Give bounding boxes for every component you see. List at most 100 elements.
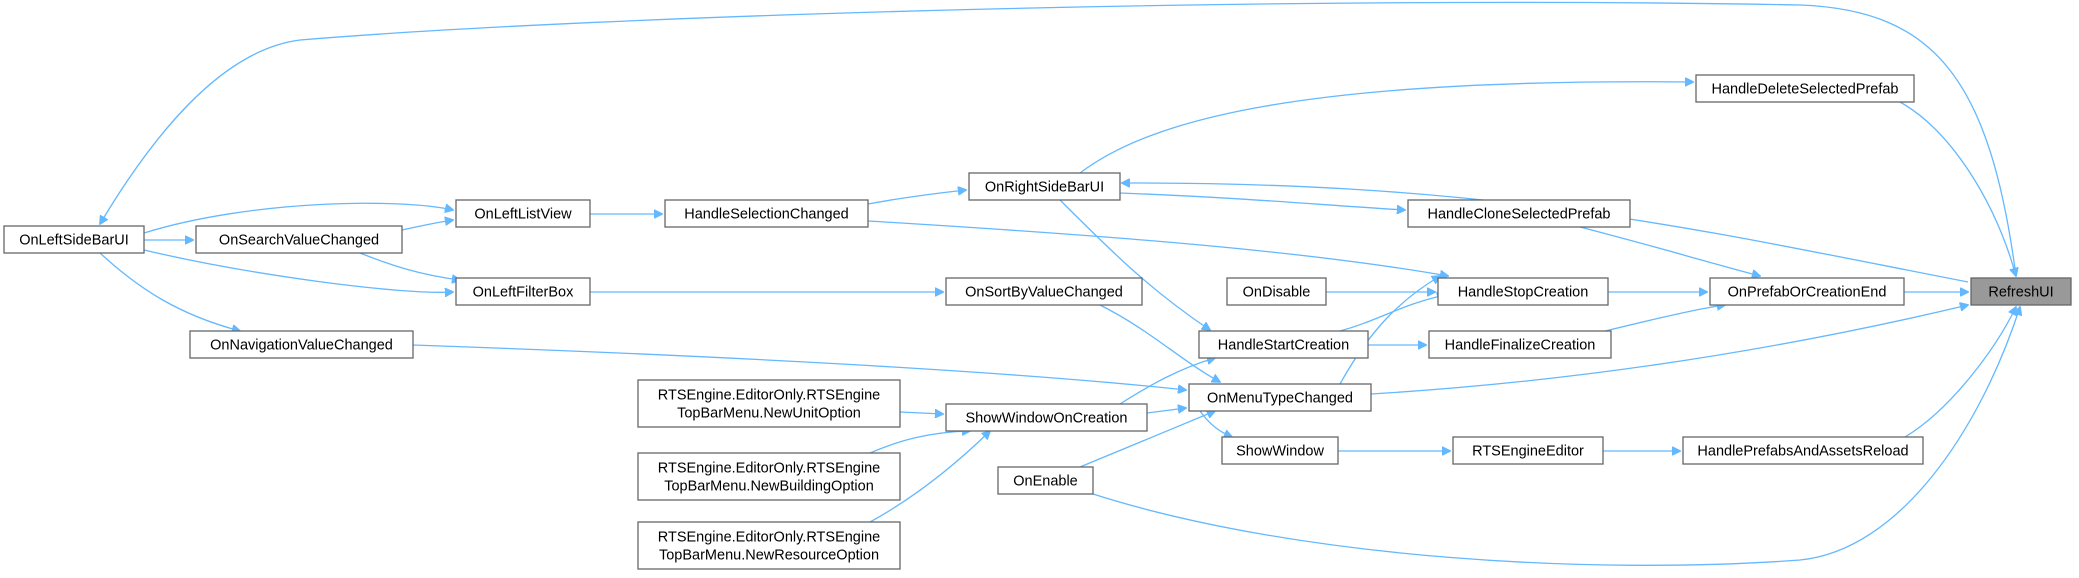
node-label: OnNavigationValueChanged bbox=[210, 338, 393, 354]
node-label: OnPrefabOrCreationEnd bbox=[1728, 285, 1887, 301]
node-handle-stop-creation[interactable]: HandleStopCreation bbox=[1437, 277, 1609, 306]
node-label: HandleStartCreation bbox=[1218, 338, 1349, 354]
node-box bbox=[1226, 277, 1327, 306]
node-box bbox=[1221, 436, 1339, 465]
edge-handle-start-creation-to-handle-stop-creation bbox=[1339, 295, 1445, 332]
node-on-enable[interactable]: OnEnable bbox=[997, 466, 1094, 495]
node-box bbox=[189, 330, 414, 359]
edge-handle-prefabs-and-assets-reload-to-refresh-ui bbox=[1904, 307, 2016, 438]
node-label: RTSEngine.EditorOnly.RTSEngine bbox=[658, 530, 880, 546]
edge-on-right-side-bar-ui-to-handle-delete-selected-prefab bbox=[1079, 82, 1693, 174]
node-label: RefreshUI bbox=[1988, 285, 2053, 301]
node-handle-prefabs-and-assets-reload[interactable]: HandlePrefabsAndAssetsReload bbox=[1682, 436, 1924, 465]
edge-on-enable-to-on-menu-type-changed bbox=[1079, 411, 1215, 468]
node-box bbox=[1188, 383, 1372, 412]
node-on-search-value-changed[interactable]: OnSearchValueChanged bbox=[195, 225, 403, 254]
node-box bbox=[637, 521, 901, 570]
node-show-window[interactable]: ShowWindow bbox=[1221, 436, 1339, 465]
node-box bbox=[637, 452, 901, 501]
node-on-disable[interactable]: OnDisable bbox=[1226, 277, 1327, 306]
node-new-resource-option[interactable]: RTSEngine.EditorOnly.RTSEngineTopBarMenu… bbox=[637, 521, 901, 570]
edge-on-menu-type-changed-to-show-window bbox=[1199, 410, 1232, 437]
edge-handle-delete-selected-prefab-to-refresh-ui bbox=[1899, 101, 2016, 276]
node-label: ShowWindow bbox=[1236, 444, 1324, 460]
node-box bbox=[1709, 277, 1905, 306]
node-new-building-option[interactable]: RTSEngine.EditorOnly.RTSEngineTopBarMenu… bbox=[637, 452, 901, 501]
node-box bbox=[3, 225, 145, 254]
node-refresh-ui[interactable]: RefreshUI bbox=[1970, 277, 2072, 306]
nodes-layer: RefreshUI HandleDeleteSelectedPrefabOnPre… bbox=[3, 74, 2072, 570]
node-label: TopBarMenu.NewResourceOption bbox=[659, 548, 879, 564]
edge-handle-selection-changed-to-on-right-side-bar-ui bbox=[867, 190, 966, 205]
node-handle-selection-changed[interactable]: HandleSelectionChanged bbox=[664, 199, 869, 228]
edge-on-menu-type-changed-to-refresh-ui bbox=[1370, 305, 1968, 395]
node-box bbox=[945, 277, 1143, 306]
edge-handle-finalize-creation-to-on-prefab-or-creation-end bbox=[1604, 305, 1725, 332]
node-label: OnSortByValueChanged bbox=[965, 285, 1123, 301]
node-label: HandleDeleteSelectedPrefab bbox=[1711, 82, 1898, 98]
node-handle-delete-selected-prefab[interactable]: HandleDeleteSelectedPrefab bbox=[1695, 74, 1915, 103]
edge-on-right-side-bar-ui-to-handle-clone-selected-prefab bbox=[1119, 192, 1405, 210]
node-box bbox=[1695, 74, 1915, 103]
node-box bbox=[997, 466, 1094, 495]
node-label: HandleFinalizeCreation bbox=[1445, 338, 1596, 354]
edge-on-sort-by-value-changed-to-on-menu-type-changed bbox=[1099, 304, 1220, 382]
edge-on-left-side-bar-ui-to-on-left-filter-box bbox=[143, 249, 453, 292]
node-box bbox=[945, 403, 1148, 432]
node-on-sort-by-value-changed[interactable]: OnSortByValueChanged bbox=[945, 277, 1143, 306]
edge-new-resource-option-to-show-window-on-creation bbox=[869, 431, 990, 523]
node-box bbox=[1437, 277, 1609, 306]
edge-handle-clone-selected-prefab-to-on-prefab-or-creation-end bbox=[1579, 226, 1760, 276]
edge-on-left-side-bar-ui-to-on-left-list-view bbox=[143, 202, 453, 234]
node-on-menu-type-changed[interactable]: OnMenuTypeChanged bbox=[1188, 383, 1372, 412]
node-label: HandlePrefabsAndAssetsReload bbox=[1697, 444, 1908, 460]
node-on-left-filter-box[interactable]: OnLeftFilterBox bbox=[455, 277, 591, 306]
node-label: RTSEngine.EditorOnly.RTSEngine bbox=[658, 461, 880, 477]
edge-handle-selection-changed-to-handle-stop-creation bbox=[867, 220, 1448, 276]
node-box bbox=[1452, 436, 1604, 465]
node-label: OnLeftListView bbox=[474, 207, 572, 223]
edge-on-right-side-bar-ui-to-handle-start-creation bbox=[1059, 199, 1210, 330]
node-on-left-list-view[interactable]: OnLeftListView bbox=[455, 199, 591, 228]
node-handle-clone-selected-prefab[interactable]: HandleCloneSelectedPrefab bbox=[1407, 199, 1631, 228]
node-rts-engine-editor[interactable]: RTSEngineEditor bbox=[1452, 436, 1604, 465]
edge-show-window-on-creation-to-handle-start-creation bbox=[1119, 358, 1215, 405]
node-label: OnEnable bbox=[1013, 474, 1078, 490]
edge-new-building-option-to-show-window-on-creation bbox=[869, 431, 970, 454]
node-box bbox=[1198, 330, 1369, 359]
node-on-left-side-bar-ui[interactable]: OnLeftSideBarUI bbox=[3, 225, 145, 254]
edge-on-search-value-changed-to-on-left-list-view bbox=[401, 220, 453, 231]
node-label: OnLeftFilterBox bbox=[473, 285, 574, 301]
node-box bbox=[1970, 277, 2072, 306]
node-on-navigation-value-changed[interactable]: OnNavigationValueChanged bbox=[189, 330, 414, 359]
edge-on-search-value-changed-to-on-left-filter-box bbox=[359, 252, 460, 280]
node-label: OnSearchValueChanged bbox=[219, 233, 379, 249]
node-on-prefab-or-creation-end[interactable]: OnPrefabOrCreationEnd bbox=[1709, 277, 1905, 306]
node-label: OnDisable bbox=[1243, 285, 1311, 301]
node-handle-finalize-creation[interactable]: HandleFinalizeCreation bbox=[1428, 330, 1612, 359]
node-label: TopBarMenu.NewBuildingOption bbox=[664, 479, 874, 495]
edge-on-left-side-bar-ui-to-refresh-ui bbox=[100, 1, 2017, 277]
edge-on-menu-type-changed-to-handle-stop-creation bbox=[1339, 276, 1440, 385]
edge-on-navigation-value-changed-to-on-menu-type-changed bbox=[412, 344, 1186, 390]
edge-refresh-ui-to-on-right-side-bar-ui bbox=[1122, 183, 1969, 283]
node-label: HandleSelectionChanged bbox=[684, 207, 848, 223]
node-label: RTSEngine.EditorOnly.RTSEngine bbox=[658, 388, 880, 404]
node-new-unit-option[interactable]: RTSEngine.EditorOnly.RTSEngineTopBarMenu… bbox=[637, 379, 901, 428]
node-box bbox=[1682, 436, 1924, 465]
node-label: RTSEngineEditor bbox=[1472, 444, 1584, 460]
node-box bbox=[455, 199, 591, 228]
edge-on-left-side-bar-ui-to-on-navigation-value-changed bbox=[99, 252, 240, 331]
node-label: TopBarMenu.NewUnitOption bbox=[677, 406, 861, 422]
node-label: ShowWindowOnCreation bbox=[966, 411, 1128, 427]
node-handle-start-creation[interactable]: HandleStartCreation bbox=[1198, 330, 1369, 359]
node-box bbox=[664, 199, 869, 228]
edge-show-window-on-creation-to-on-menu-type-changed bbox=[1146, 408, 1186, 414]
node-box bbox=[455, 277, 591, 306]
node-label: OnLeftSideBarUI bbox=[19, 233, 129, 249]
edge-new-unit-option-to-show-window-on-creation bbox=[899, 412, 943, 414]
node-on-right-side-bar-ui[interactable]: OnRightSideBarUI bbox=[968, 172, 1121, 201]
node-box bbox=[968, 172, 1121, 201]
node-show-window-on-creation[interactable]: ShowWindowOnCreation bbox=[945, 403, 1148, 432]
edge-on-enable-to-refresh-ui bbox=[1092, 307, 2020, 566]
